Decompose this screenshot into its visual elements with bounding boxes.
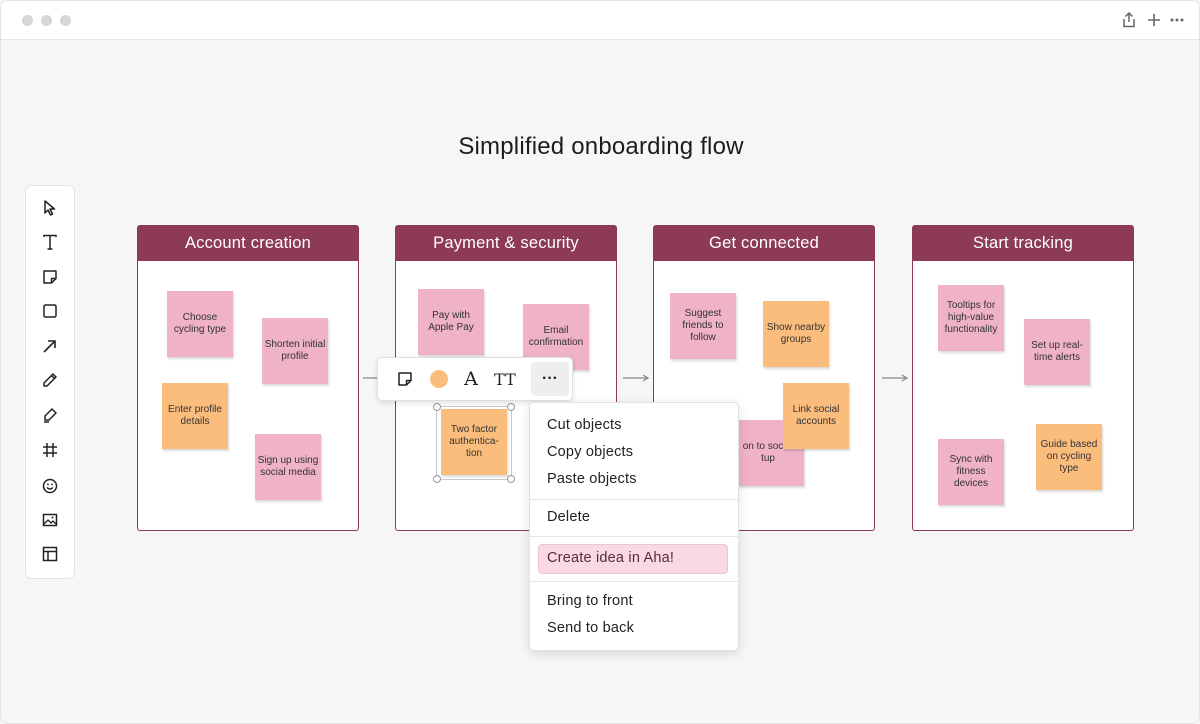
menu-item-create-idea[interactable]: Create idea in Aha! xyxy=(547,550,675,566)
text-style-button[interactable]: A xyxy=(464,368,478,390)
sticky-note[interactable]: Tooltips for high-value functionality xyxy=(938,285,1004,351)
menu-divider xyxy=(530,581,738,582)
image-icon[interactable] xyxy=(40,510,60,530)
text-icon[interactable] xyxy=(40,232,60,252)
more-icon[interactable] xyxy=(1168,11,1186,29)
color-picker-button[interactable] xyxy=(424,364,454,394)
sticky-note[interactable]: Guide based on cycling type xyxy=(1036,424,1102,490)
title-bar xyxy=(1,1,1199,40)
board-title: Simplified onboarding flow xyxy=(458,133,744,160)
more-options-button[interactable]: ··· xyxy=(531,362,569,396)
select-icon[interactable] xyxy=(40,198,60,218)
maximize-window-dot[interactable] xyxy=(60,15,71,26)
sticky-note[interactable]: Show nearby groups xyxy=(763,301,829,367)
sticky-note[interactable]: Sign up using social media xyxy=(255,434,321,500)
resize-handle[interactable] xyxy=(433,403,441,411)
sticky-note-selected[interactable]: Two factor authentica-tion xyxy=(441,409,507,475)
menu-item-copy[interactable]: Copy objects xyxy=(547,444,634,460)
text-size-button[interactable]: TT xyxy=(494,369,516,389)
menu-item-bring-front[interactable]: Bring to front xyxy=(547,593,633,609)
shape-icon[interactable] xyxy=(40,301,60,321)
sticky-note[interactable]: Sync with fitness devices xyxy=(938,439,1004,505)
color-swatch xyxy=(430,370,448,388)
sticky-note[interactable]: Shorten initial profile xyxy=(262,318,328,384)
column-header: Payment & security xyxy=(396,226,616,261)
connector-arrow xyxy=(882,374,909,382)
arrow-icon[interactable] xyxy=(40,336,60,356)
resize-handle[interactable] xyxy=(507,475,515,483)
frame-icon[interactable] xyxy=(40,440,60,460)
menu-item-send-back[interactable]: Send to back xyxy=(547,620,635,636)
sticky-note[interactable]: Link social accounts xyxy=(783,383,849,449)
connector-arrow xyxy=(623,374,650,382)
tool-palette xyxy=(25,185,75,579)
column-start-tracking[interactable]: Start tracking Tooltips for high-value f… xyxy=(912,225,1134,531)
column-header: Get connected xyxy=(654,226,874,261)
menu-divider xyxy=(530,499,738,500)
sticky-note[interactable]: Enter profile details xyxy=(162,383,228,449)
close-window-dot[interactable] xyxy=(22,15,33,26)
sticky-note[interactable]: Choose cycling type xyxy=(167,291,233,357)
plus-icon[interactable] xyxy=(1145,11,1163,29)
sticky-note-icon[interactable] xyxy=(40,267,60,287)
selection-box xyxy=(433,403,515,483)
highlighter-icon[interactable] xyxy=(40,405,60,425)
column-header: Account creation xyxy=(138,226,358,261)
note-style-icon[interactable] xyxy=(390,364,420,394)
emoji-icon[interactable] xyxy=(40,476,60,496)
sticky-note[interactable]: Pay with Apple Pay xyxy=(418,289,484,355)
sticky-note[interactable]: Set up real-time alerts xyxy=(1024,319,1090,385)
minimize-window-dot[interactable] xyxy=(41,15,52,26)
menu-item-paste[interactable]: Paste objects xyxy=(547,471,637,487)
sticky-note[interactable]: Suggest friends to follow xyxy=(670,293,736,359)
menu-item-highlight xyxy=(538,544,728,574)
menu-item-cut[interactable]: Cut objects xyxy=(547,417,622,433)
object-toolbar: A TT ··· xyxy=(377,357,573,401)
template-icon[interactable] xyxy=(40,544,60,564)
resize-handle[interactable] xyxy=(507,403,515,411)
pen-icon[interactable] xyxy=(40,370,60,390)
column-account-creation[interactable]: Account creation Choose cycling type Sho… xyxy=(137,225,359,531)
share-icon[interactable] xyxy=(1120,11,1138,29)
resize-handle[interactable] xyxy=(433,475,441,483)
context-menu: Cut objects Copy objects Paste objects D… xyxy=(529,402,739,651)
menu-divider xyxy=(530,536,738,537)
menu-item-delete[interactable]: Delete xyxy=(547,509,591,525)
column-header: Start tracking xyxy=(913,226,1133,261)
